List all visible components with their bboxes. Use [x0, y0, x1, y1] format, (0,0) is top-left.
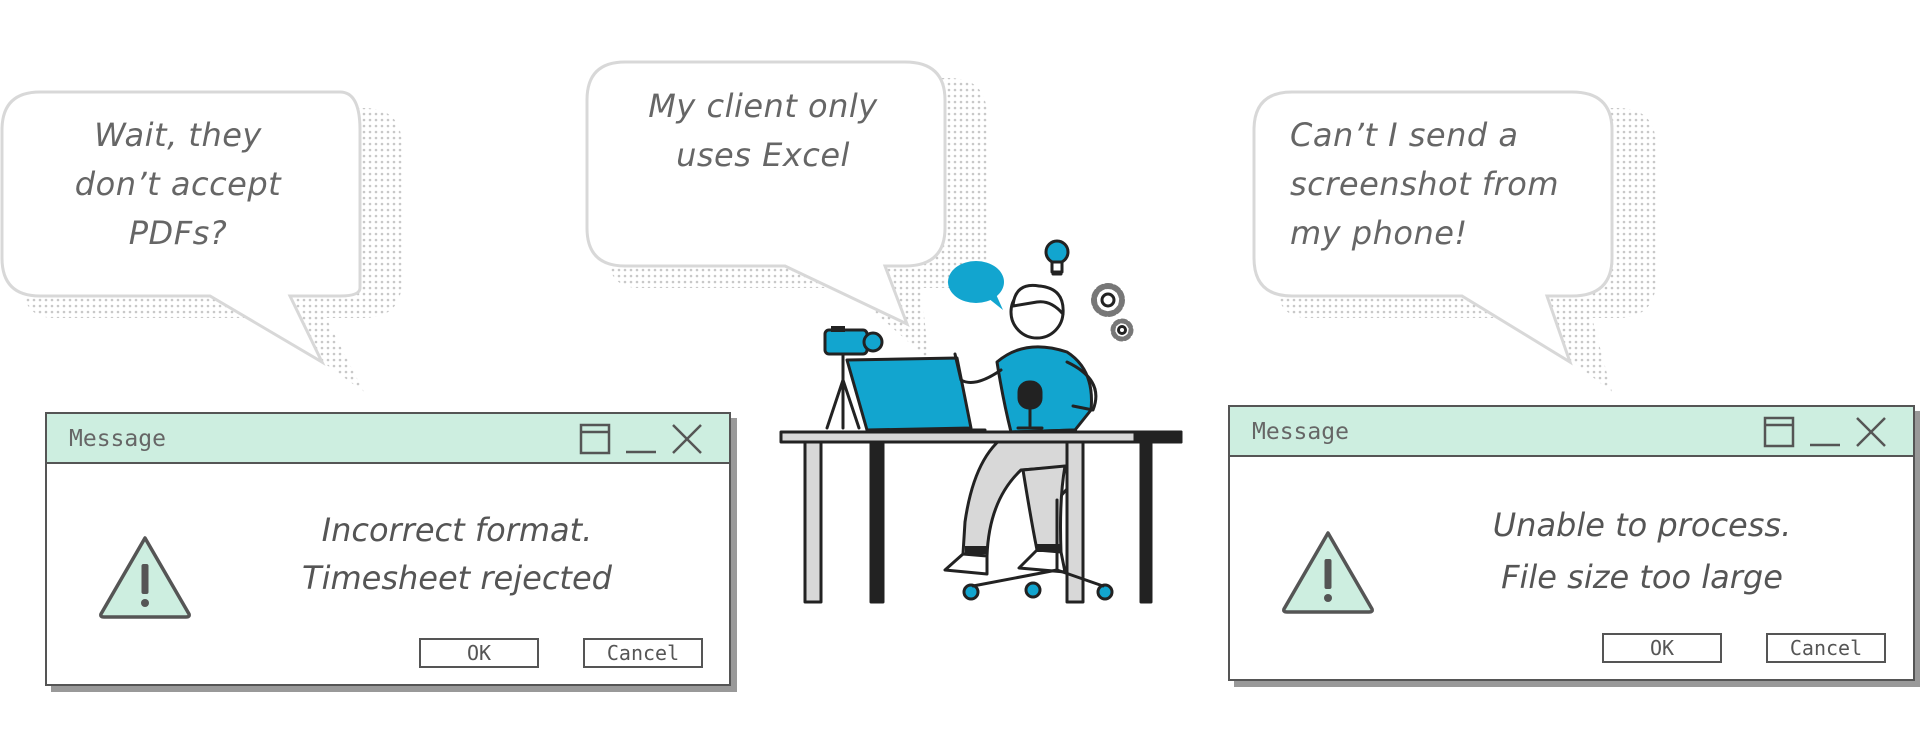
close-icon[interactable] — [1855, 416, 1887, 448]
dialog-title: Message — [1252, 419, 1349, 445]
bubble-text: My client only uses Excel — [633, 82, 893, 180]
dialog-title: Message — [69, 426, 166, 452]
ok-button[interactable]: OK — [1602, 633, 1722, 663]
minimize-icon[interactable] — [625, 423, 657, 455]
speech-bubble-shape — [1252, 90, 1656, 392]
desk — [779, 430, 1183, 604]
microphone-icon — [1016, 380, 1044, 430]
dialog-message: Incorrect format. Timesheet rejected — [267, 506, 647, 602]
dialog-titlebar: Message — [47, 414, 729, 464]
bubble-text: Can’t I send a screenshot from my phone! — [1290, 111, 1590, 258]
cancel-button[interactable]: Cancel — [1766, 633, 1886, 663]
bubble-line: screenshot from — [1290, 165, 1559, 203]
bubble-line: my phone! — [1290, 214, 1468, 252]
person-at-desk-illustration — [779, 239, 1183, 604]
bubble-line: PDFs? — [128, 214, 228, 252]
ok-button[interactable]: OK — [419, 638, 539, 668]
gear-icon — [1091, 283, 1134, 342]
message-dialog-size: Message Unable to process. File size too… — [1228, 405, 1915, 681]
chat-bubble-icon — [948, 261, 1004, 310]
speech-bubble-shape — [585, 60, 987, 360]
restore-icon[interactable] — [579, 423, 611, 455]
message-line: File size too large — [1501, 558, 1783, 596]
minimize-icon[interactable] — [1809, 416, 1841, 448]
bubble-line: My client only — [648, 87, 878, 125]
restore-icon[interactable] — [1763, 416, 1795, 448]
close-icon[interactable] — [671, 423, 703, 455]
cancel-button[interactable]: Cancel — [583, 638, 703, 668]
chair-base — [962, 498, 1114, 601]
message-line: Unable to process. — [1492, 506, 1792, 544]
speech-bubble-screenshot: Can’t I send a screenshot from my phone! — [1252, 90, 1672, 392]
speech-bubble-excel: My client only uses Excel — [585, 60, 987, 360]
camera-icon — [823, 326, 884, 430]
speech-bubble-shape — [0, 90, 402, 392]
dialog-message: Unable to process. File size too large — [1442, 499, 1842, 603]
laptop-icon — [845, 356, 987, 432]
lightbulb-icon — [1044, 239, 1070, 276]
bubble-line: don’t accept — [74, 165, 282, 203]
warning-triangle-icon — [99, 536, 191, 619]
person — [943, 283, 1098, 576]
bubble-line: uses Excel — [676, 136, 850, 174]
speech-bubble-pdfs: Wait, they don’t accept PDFs? — [0, 90, 402, 392]
message-line: Incorrect format. — [321, 511, 593, 549]
bubble-text: Wait, they don’t accept PDFs? — [68, 111, 288, 258]
message-dialog-format: Message Incorrect format. Timesheet reje… — [45, 412, 731, 686]
message-line: Timesheet rejected — [302, 559, 612, 597]
dialog-titlebar: Message — [1230, 407, 1913, 457]
warning-triangle-icon — [1282, 531, 1374, 614]
bubble-line: Can’t I send a — [1290, 116, 1519, 154]
bubble-line: Wait, they — [94, 116, 262, 154]
